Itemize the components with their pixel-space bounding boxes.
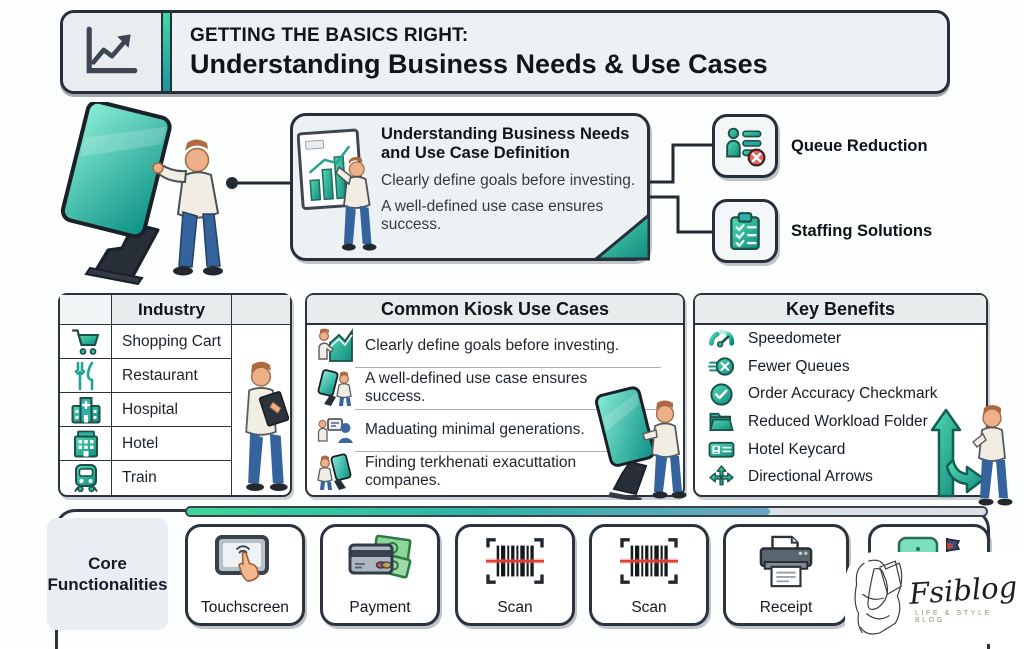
func-label: Scan bbox=[497, 599, 533, 616]
benefit-row: Order Accuracy Checkmark bbox=[705, 380, 984, 408]
industry-panel-title: Industry bbox=[112, 295, 232, 325]
core-functionalities-label: Core Functionalities bbox=[47, 518, 168, 630]
use-case-text: A well-defined use case ensures success. bbox=[365, 369, 588, 405]
use-case-text: Clearly define goals before investing. bbox=[365, 336, 620, 354]
definition-card-title: Understanding Business Needs and Use Cas… bbox=[381, 125, 630, 163]
benefit-text: Directional Arrows bbox=[748, 468, 873, 486]
logo-line-art bbox=[854, 559, 903, 635]
folder-icon bbox=[709, 413, 734, 432]
growth-chart-person-icon bbox=[318, 328, 353, 362]
key-benefits-panel: Key Benefits Speedometer Fewer Que bbox=[693, 293, 988, 497]
direction-person-illustration bbox=[918, 398, 1018, 510]
industry-header-spacer bbox=[60, 295, 112, 325]
hospital-icon bbox=[60, 393, 112, 427]
checkmark-circle-icon bbox=[710, 383, 733, 406]
use-case-text: Finding terkhenati exacuttation companes… bbox=[365, 453, 577, 489]
queue-person-x-icon bbox=[726, 127, 766, 167]
func-label: Scan bbox=[631, 599, 667, 616]
kiosk-person-icon bbox=[317, 453, 352, 490]
kiosk-user-illustration bbox=[56, 99, 236, 286]
industry-row-label: Train bbox=[112, 461, 232, 495]
use-cases-panel-title: Common Kiosk Use Cases bbox=[307, 295, 683, 325]
clipboard-checklist-icon bbox=[730, 212, 760, 251]
use-case-row: A well-defined use case ensures success. bbox=[307, 367, 683, 409]
definition-point: Clearly define goals before investing. bbox=[381, 171, 636, 189]
kiosk-person-icon bbox=[317, 369, 352, 406]
benefit-row: Fewer Queues bbox=[705, 353, 984, 381]
restaurant-icon bbox=[60, 359, 112, 393]
benefit-text: Order Accuracy Checkmark bbox=[748, 385, 938, 403]
tablet-person-illustration bbox=[232, 325, 290, 495]
keycard-icon bbox=[708, 441, 735, 458]
benefit-text: Reduced Workload Folder bbox=[748, 412, 928, 430]
meeting-people-icon bbox=[317, 418, 353, 443]
benefit-row: Hotel Keycard bbox=[705, 436, 984, 464]
staffing-solutions-icon-box bbox=[712, 199, 778, 263]
shopping-cart-icon bbox=[60, 325, 112, 359]
func-card-scan-1: Scan bbox=[455, 524, 575, 626]
receipt-printer-icon bbox=[759, 535, 813, 588]
use-case-row: Maduating minimal generations. bbox=[307, 409, 683, 451]
train-icon bbox=[60, 461, 112, 495]
touchscreen-icon bbox=[215, 535, 269, 582]
hotel-icon bbox=[60, 427, 112, 461]
benefit-text: Hotel Keycard bbox=[748, 440, 846, 458]
industry-row-label: Shopping Cart bbox=[112, 325, 232, 359]
header-kicker: GETTING THE BASICS RIGHT: bbox=[190, 24, 469, 46]
benefit-row: Directional Arrows bbox=[705, 463, 984, 491]
header: GETTING THE BASICS RIGHT: Understanding … bbox=[60, 10, 950, 94]
industry-panel: Industry Shopping Cart Restaurant bbox=[58, 293, 292, 497]
func-label: Touchscreen bbox=[201, 599, 289, 616]
func-card-payment: Payment bbox=[320, 524, 440, 626]
presentation-illustration bbox=[296, 122, 383, 256]
line-chart-icon bbox=[86, 26, 138, 74]
func-card-touchscreen: Touchscreen bbox=[185, 524, 305, 626]
directional-arrows-icon bbox=[709, 464, 734, 486]
benefit-text: Speedometer bbox=[748, 329, 842, 347]
definition-point: A well-defined use case ensures success. bbox=[381, 197, 604, 233]
barcode-scan-icon bbox=[620, 538, 678, 584]
industry-row-label: Restaurant bbox=[112, 359, 232, 393]
use-case-row: Clearly define goals before investing. bbox=[307, 325, 683, 367]
queue-reduction-icon-box bbox=[712, 114, 778, 178]
kiosk-person-illustration bbox=[590, 382, 690, 502]
industry-row-label: Hotel bbox=[112, 427, 232, 461]
fewer-queues-icon bbox=[708, 357, 735, 376]
header-accent-stripe bbox=[161, 13, 172, 91]
key-benefits-panel-title: Key Benefits bbox=[695, 295, 986, 325]
func-card-receipt: Receipt bbox=[723, 524, 849, 626]
logo-name: Fsiblog bbox=[907, 569, 1019, 611]
callout-queue-reduction: Queue Reduction bbox=[791, 137, 928, 155]
progress-fill bbox=[187, 508, 771, 515]
corner-accent bbox=[592, 213, 650, 261]
func-label: Receipt bbox=[759, 599, 813, 616]
use-case-row: Finding terkhenati exacuttation companes… bbox=[307, 451, 683, 493]
page-title: Understanding Business Needs & Use Cases bbox=[190, 48, 768, 79]
barcode-scan-icon bbox=[486, 538, 544, 584]
progress-bar bbox=[185, 506, 988, 517]
industry-row-label: Hospital bbox=[112, 393, 232, 427]
callout-staffing-solutions: Staffing Solutions bbox=[791, 222, 933, 240]
func-label: Payment bbox=[349, 599, 411, 616]
logo-tagline: LIFE & STYLE BLOG bbox=[915, 609, 992, 624]
definition-card: Understanding Business Needs and Use Cas… bbox=[290, 113, 650, 261]
use-case-text: Maduating minimal generations. bbox=[365, 420, 585, 438]
benefit-text: Fewer Queues bbox=[748, 357, 850, 375]
speedometer-icon bbox=[708, 329, 735, 348]
logo-watermark: Fsiblog LIFE & STYLE BLOG bbox=[845, 552, 1024, 644]
payment-icon bbox=[348, 534, 412, 579]
benefit-row: Reduced Workload Folder bbox=[705, 408, 984, 436]
header-icon-box bbox=[63, 13, 161, 91]
benefit-row: Speedometer bbox=[705, 325, 984, 353]
func-card-scan-2: Scan bbox=[589, 524, 709, 626]
industry-header-spacer bbox=[232, 295, 290, 325]
